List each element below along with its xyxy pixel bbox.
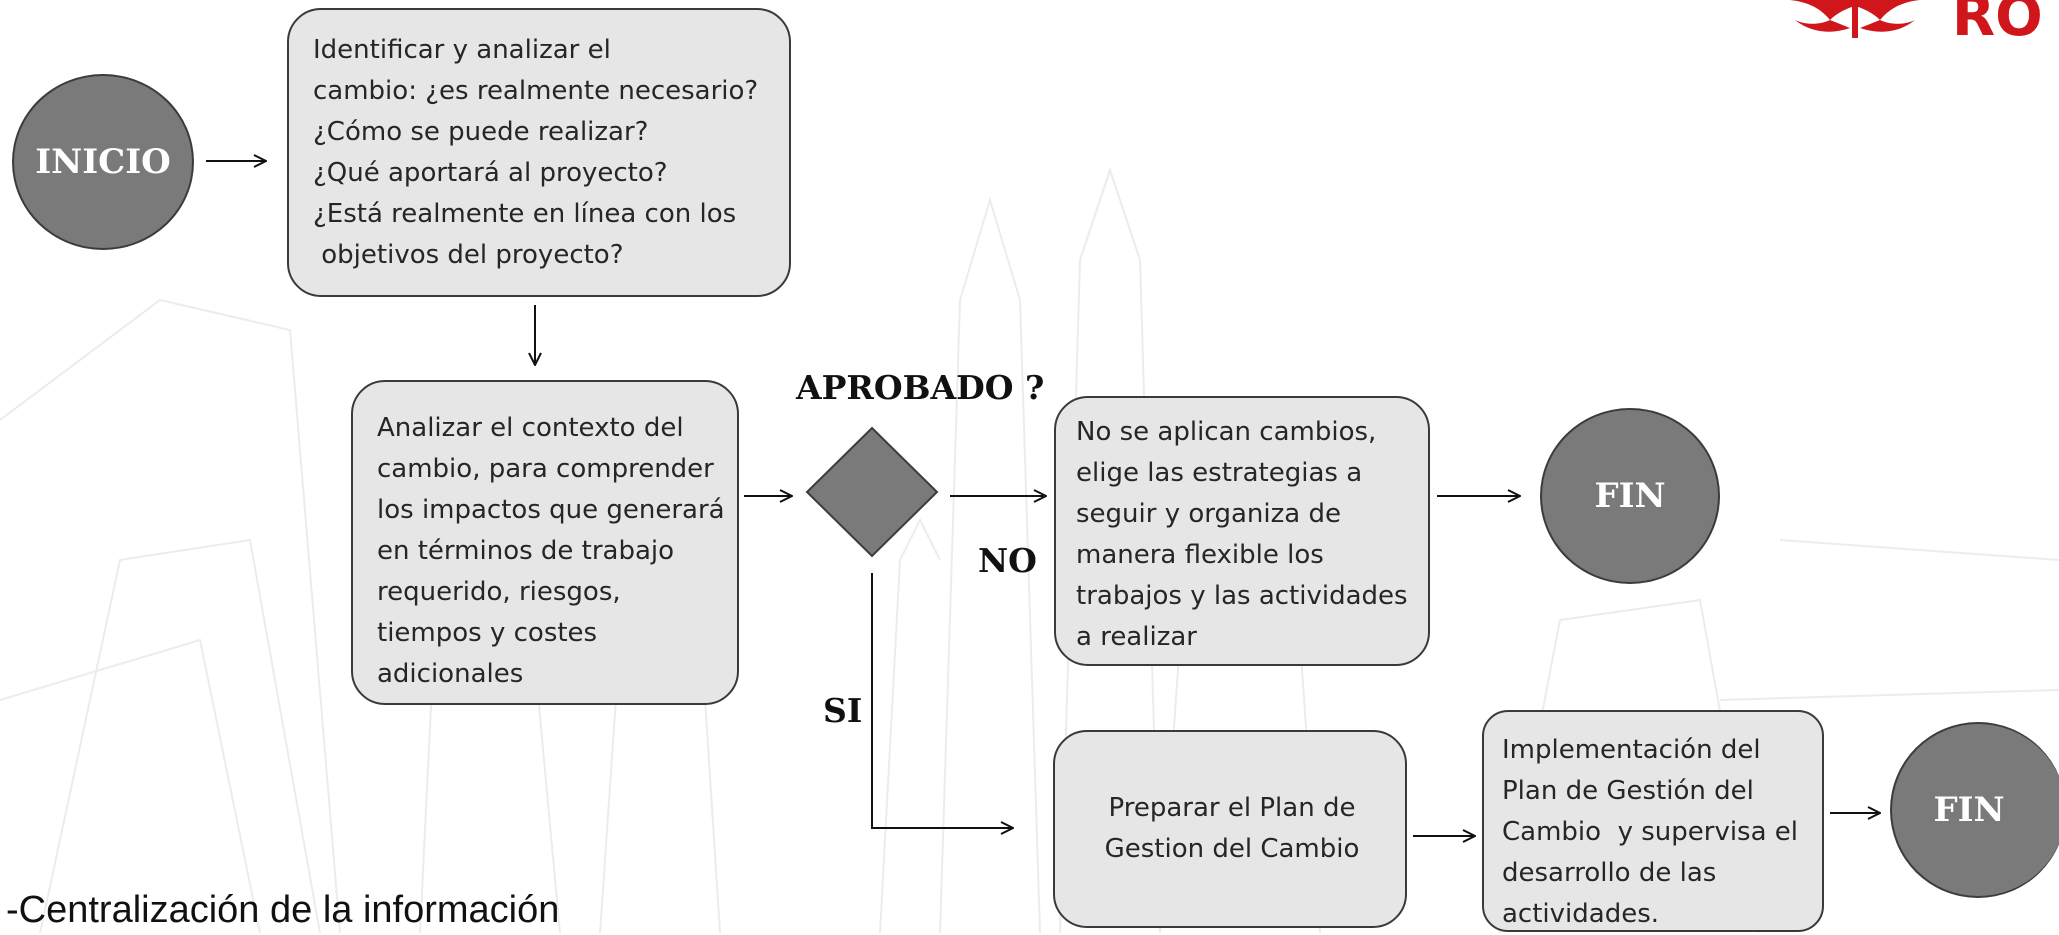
caption-text: -Centralización de la información — [6, 889, 560, 931]
analizar-line: cambio, para comprender — [377, 454, 714, 484]
preparar-line: Preparar el Plan de — [1108, 793, 1356, 823]
identificar-line: Identificar y analizar el — [313, 35, 611, 65]
no-cambios-line: elige las estrategias a — [1076, 458, 1363, 488]
no-cambios-line: No se aplican cambios, — [1076, 417, 1377, 447]
si-branch-label: SI — [823, 691, 863, 730]
implementacion-line: desarrollo de las — [1502, 858, 1717, 888]
step-no-cambios-box: No se aplican cambios, elige las estrate… — [1054, 396, 1430, 666]
analizar-line: Analizar el contexto del — [377, 413, 684, 443]
start-node: INICIO — [12, 74, 194, 250]
no-cambios-line: a realizar — [1076, 622, 1197, 652]
end-node-top: FIN — [1540, 408, 1720, 584]
step-analizar-box: Analizar el contexto del cambio, para co… — [351, 380, 739, 705]
identificar-line: ¿Está realmente en línea con los — [313, 199, 737, 229]
identificar-line: objetivos del proyecto? — [313, 240, 624, 270]
no-cambios-line: seguir y organiza de — [1076, 499, 1341, 529]
implementacion-line: Cambio y supervisa el — [1502, 817, 1799, 847]
no-cambios-line: manera flexible los — [1076, 540, 1324, 570]
step-implementacion-box: Implementación del Plan de Gestión del C… — [1482, 710, 1824, 932]
arrow-decision-si-to-preparar — [871, 573, 1013, 828]
end-node-bottom: FIN — [1890, 722, 2059, 898]
logo-emblem — [1790, 0, 1920, 38]
end-node-top-label: FIN — [1594, 476, 1666, 516]
decision-label: APROBADO ? — [796, 368, 1045, 407]
implementacion-line: Plan de Gestión del — [1502, 776, 1754, 806]
analizar-line: los impactos que generará — [377, 495, 725, 525]
step-identificar-box: Identificar y analizar el cambio: ¿es re… — [287, 8, 791, 297]
preparar-line: Gestion del Cambio — [1104, 834, 1360, 864]
analizar-line: en términos de trabajo — [377, 536, 675, 566]
identificar-line: ¿Qué aportará al proyecto? — [313, 158, 668, 188]
decision-diamond — [805, 426, 939, 558]
analizar-line: requerido, riesgos, — [377, 577, 621, 607]
logo-text: RO — [1952, 0, 2043, 49]
implementacion-line: actividades. — [1502, 899, 1660, 929]
identificar-line: cambio: ¿es realmente necesario? — [313, 76, 759, 106]
end-node-bottom-label: FIN — [1933, 790, 2005, 830]
identificar-line: ¿Cómo se puede realizar? — [313, 117, 649, 147]
no-cambios-line: trabajos y las actividades — [1076, 581, 1408, 611]
no-branch-label: NO — [978, 541, 1037, 580]
implementacion-line: Implementación del — [1502, 735, 1761, 765]
analizar-line: adicionales — [377, 659, 524, 689]
step-preparar-box: Preparar el Plan de Gestion del Cambio — [1053, 730, 1407, 928]
start-node-label: INICIO — [35, 142, 171, 182]
analizar-line: tiempos y costes — [377, 618, 598, 648]
